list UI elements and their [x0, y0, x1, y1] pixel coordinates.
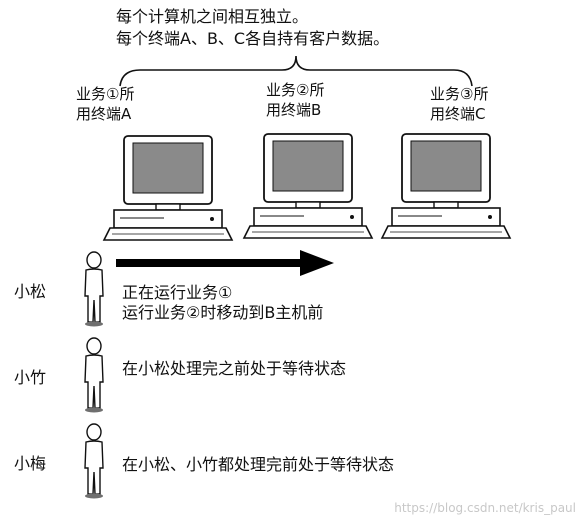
person-name-xiaosong: 小松	[14, 282, 47, 301]
xiaosong-status-2: 运行业务②时移动到B主机前	[122, 303, 324, 322]
xiaosong-status-1: 正在运行业务①	[122, 283, 233, 302]
header-line-2: 每个终端A、B、C各自持有客户数据。	[116, 29, 390, 48]
watermark-url: https://blog.csdn.net/kris_paul	[394, 501, 576, 515]
person-name-xiaozhu: 小竹	[14, 368, 47, 387]
header-line-1: 每个计算机之间相互独立。	[116, 7, 309, 26]
xiaozhu-status: 在小松处理完之前处于等待状态	[122, 359, 347, 378]
xiaomei-status: 在小松、小竹都处理完前处于等待状态	[122, 455, 395, 474]
terminal-c-label: 业务③所 用终端C	[430, 85, 489, 123]
terminal-b-label: 业务②所 用终端B	[266, 81, 325, 119]
terminal-a-label: 业务①所 用终端A	[76, 85, 135, 123]
person-figure-xiaozhu	[82, 338, 106, 414]
person-figure-xiaosong	[82, 252, 106, 328]
person-name-xiaomei: 小梅	[14, 454, 47, 473]
person-figure-xiaomei	[82, 424, 106, 500]
